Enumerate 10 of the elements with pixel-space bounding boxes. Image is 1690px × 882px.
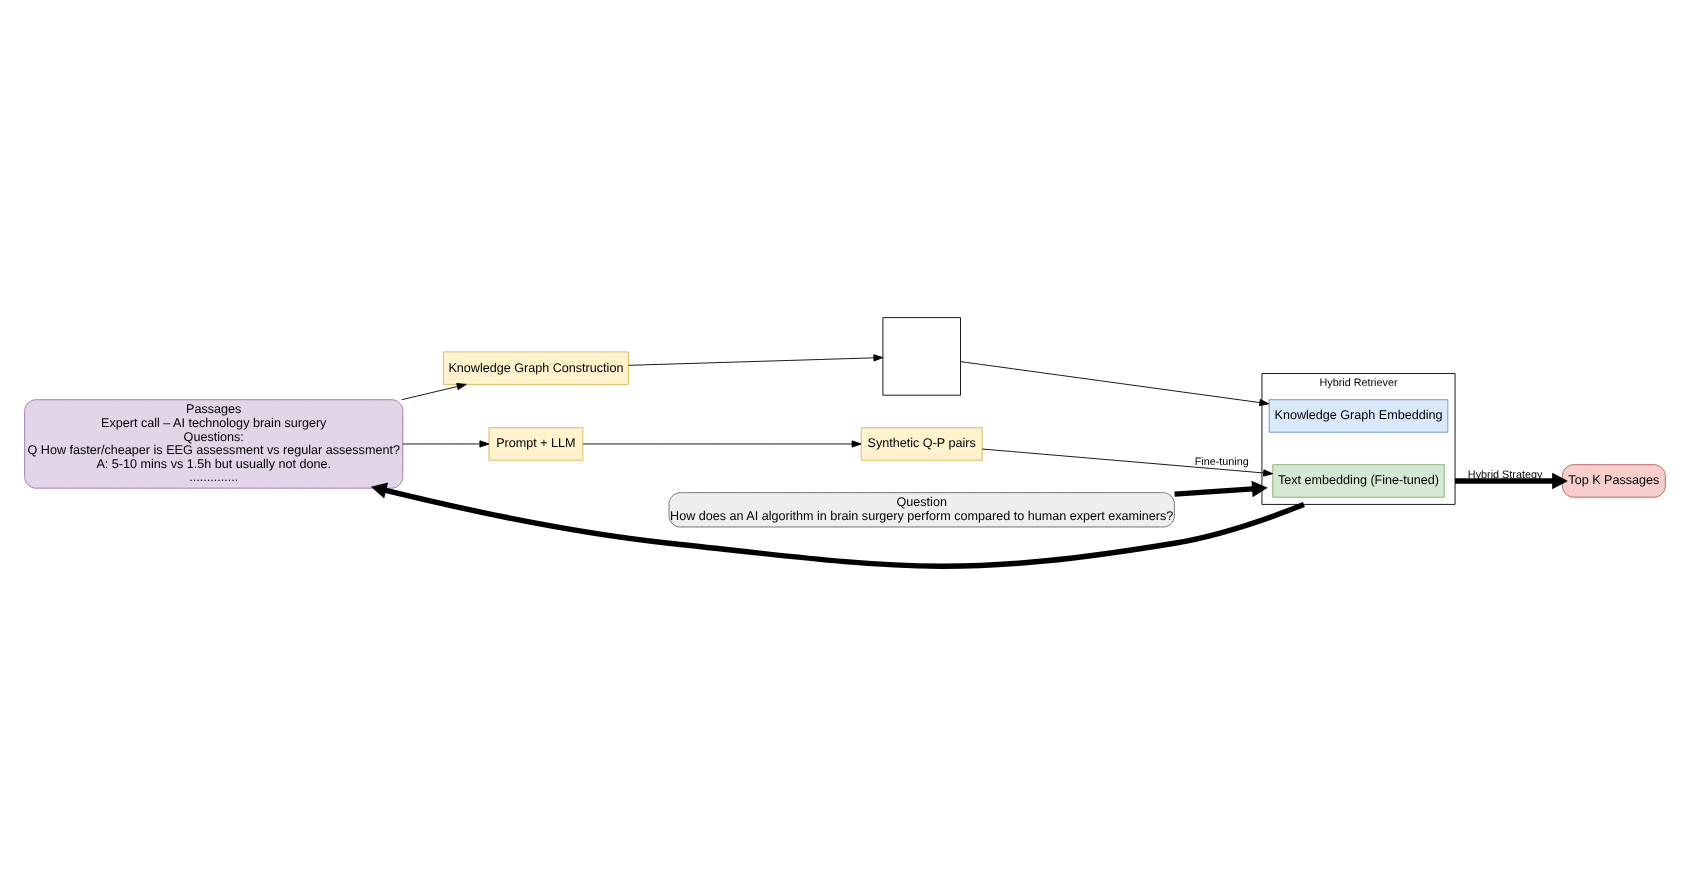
arrow: [1455, 471, 1568, 489]
arrow: [960, 360, 1270, 406]
arrow: [402, 439, 490, 447]
node-box: [882, 316, 961, 395]
arrow: [981, 447, 1274, 476]
arrow: [628, 353, 884, 365]
arrow: [1174, 479, 1268, 497]
arrow: [370, 481, 1305, 568]
arrow: [401, 382, 467, 400]
arrow: [582, 439, 862, 447]
